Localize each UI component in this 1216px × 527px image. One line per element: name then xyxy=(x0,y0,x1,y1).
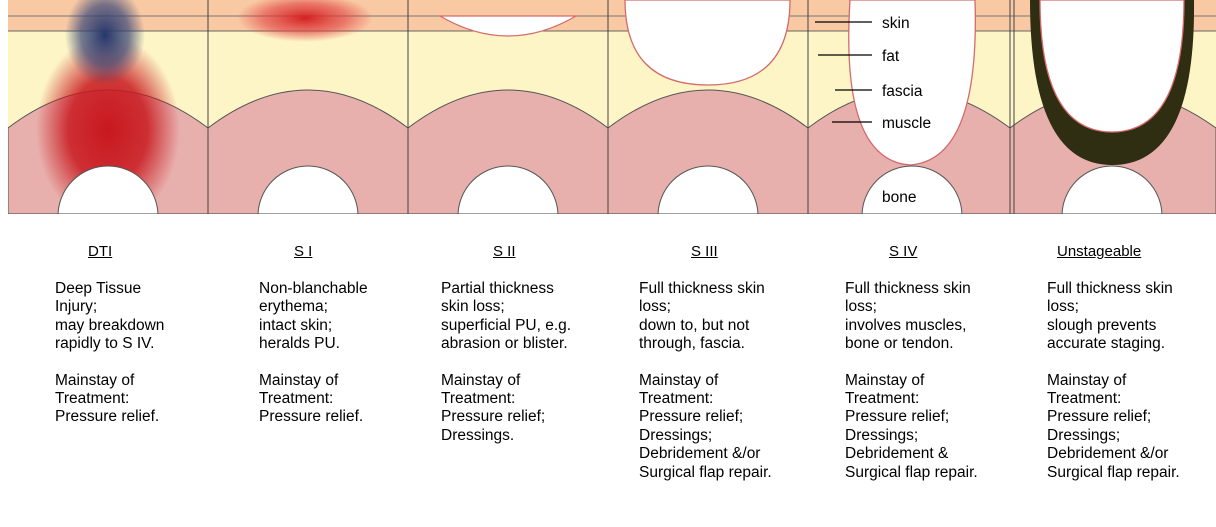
stage-treatment: Mainstay of Treatment: Pressure relief. xyxy=(259,372,439,427)
stage-title: S III xyxy=(691,242,819,261)
stage-treatment: Mainstay of Treatment: Pressure relief; … xyxy=(441,372,621,446)
stage-column-unstageable: Unstageable Full thickness skin loss; sl… xyxy=(1047,242,1216,482)
stage-treatment: Mainstay of Treatment: Pressure relief. xyxy=(55,372,235,427)
stage-treatment: Mainstay of Treatment: Pressure relief; … xyxy=(639,372,819,482)
stage-title: Unstageable xyxy=(1057,242,1216,261)
stage-description: Full thickness skin loss; involves muscl… xyxy=(845,280,1025,354)
stage-column-dti: DTI Deep Tissue Injury; may breakdown ra… xyxy=(55,242,235,427)
stage-treatment: Mainstay of Treatment: Pressure relief; … xyxy=(845,372,1025,482)
stage-description: Deep Tissue Injury; may breakdown rapidl… xyxy=(55,280,235,354)
stage-title: S I xyxy=(294,242,439,261)
label-bone: bone xyxy=(882,189,916,206)
stage-column-s3: S III Full thickness skin loss; down to,… xyxy=(639,242,819,482)
label-fat: fat xyxy=(882,48,900,65)
stage-column-s2: S II Partial thickness skin loss; superf… xyxy=(441,242,621,445)
stage-description: Non-blanchable erythema; intact skin; he… xyxy=(259,280,439,354)
stage-column-s4: S IV Full thickness skin loss; involves … xyxy=(845,242,1025,482)
stage-description: Partial thickness skin loss; superficial… xyxy=(441,280,621,354)
stage-title: S IV xyxy=(889,242,1025,261)
stage-description: Full thickness skin loss; slough prevent… xyxy=(1047,280,1216,354)
stage-title: S II xyxy=(493,242,621,261)
label-muscle: muscle xyxy=(882,115,931,132)
stage-column-s1: S I Non-blanchable erythema; intact skin… xyxy=(259,242,439,427)
pressure-ulcer-stages-diagram: skin fat fascia muscle bone xyxy=(0,0,1216,230)
label-fascia: fascia xyxy=(882,83,923,100)
stage-description: Full thickness skin loss; down to, but n… xyxy=(639,280,819,354)
stage-treatment: Mainstay of Treatment: Pressure relief; … xyxy=(1047,372,1216,482)
label-skin: skin xyxy=(882,15,910,32)
stage-title: DTI xyxy=(88,242,235,261)
